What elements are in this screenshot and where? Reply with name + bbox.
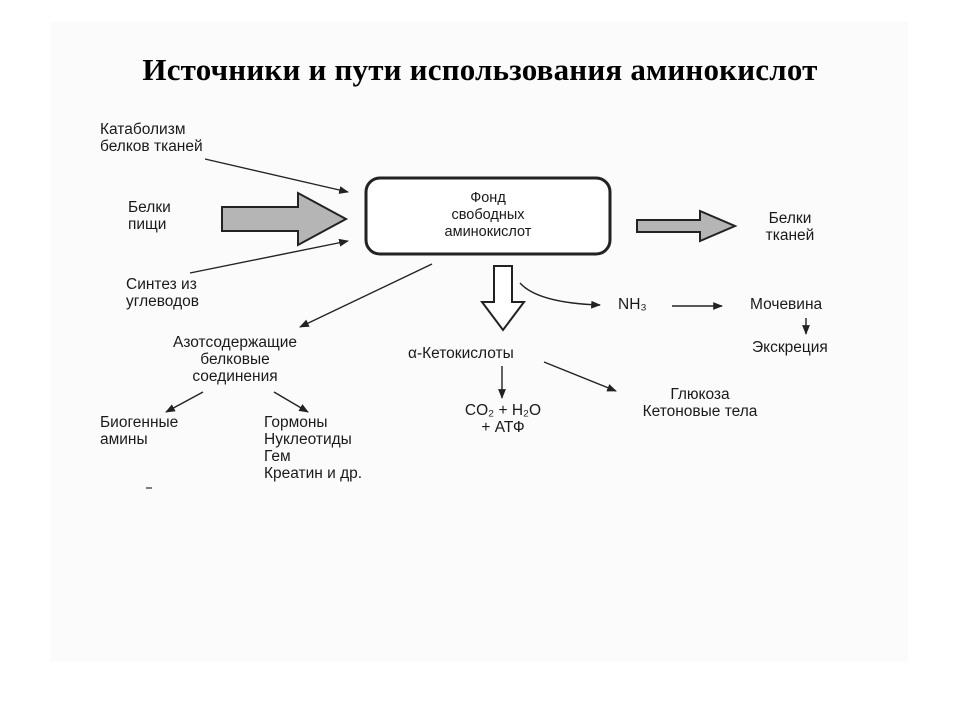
tissue-proteins-label: Белки тканей bbox=[765, 210, 815, 244]
synthesis-to-pool-arrow bbox=[189, 238, 349, 274]
pool-to-nh3-arrow bbox=[519, 282, 601, 309]
food-to-pool-block-arrow bbox=[221, 191, 349, 247]
page-title: Источники и пути использования аминокисл… bbox=[142, 52, 818, 87]
pool-box bbox=[364, 176, 612, 256]
nitrogen-compounds-label: Азотсодержащие белковые соединения bbox=[173, 334, 297, 385]
pool-to-nitrogen-arrow bbox=[299, 263, 433, 328]
nh3-label: NH₃ bbox=[618, 296, 647, 313]
hormones-label: Гормоны Нуклеотиды Гем Креатин и др. bbox=[264, 414, 363, 482]
keto-to-glucose-arrow bbox=[543, 361, 617, 392]
excretion-label: Экскреция bbox=[752, 339, 828, 356]
pool-to-keto-hollow-arrow bbox=[480, 265, 526, 332]
catabolism-label: Катаболизм белков тканей bbox=[100, 121, 203, 155]
catabolism-to-pool-arrow bbox=[204, 158, 349, 194]
nitrogen-to-amines-arrow bbox=[165, 391, 204, 413]
urea-label: Мочевина bbox=[750, 296, 823, 313]
keto-acids-label: α-Кетокислоты bbox=[408, 345, 514, 362]
co2-label: CO₂ + H₂O + АТФ bbox=[464, 402, 542, 436]
pool-to-tissue-block-arrow bbox=[636, 209, 738, 243]
nitrogen-to-hormones-arrow bbox=[273, 391, 309, 413]
synthesis-label: Синтез из углеводов bbox=[126, 276, 199, 310]
glucose-label: Глюкоза Кетоновые тела bbox=[642, 386, 758, 420]
biogenic-amines-label: Биогенные амины bbox=[100, 414, 179, 448]
slide-background bbox=[50, 22, 908, 662]
food-proteins-label: Белки пищи bbox=[128, 199, 171, 233]
pool-label: Фонд свободных аминокислот bbox=[444, 190, 532, 240]
